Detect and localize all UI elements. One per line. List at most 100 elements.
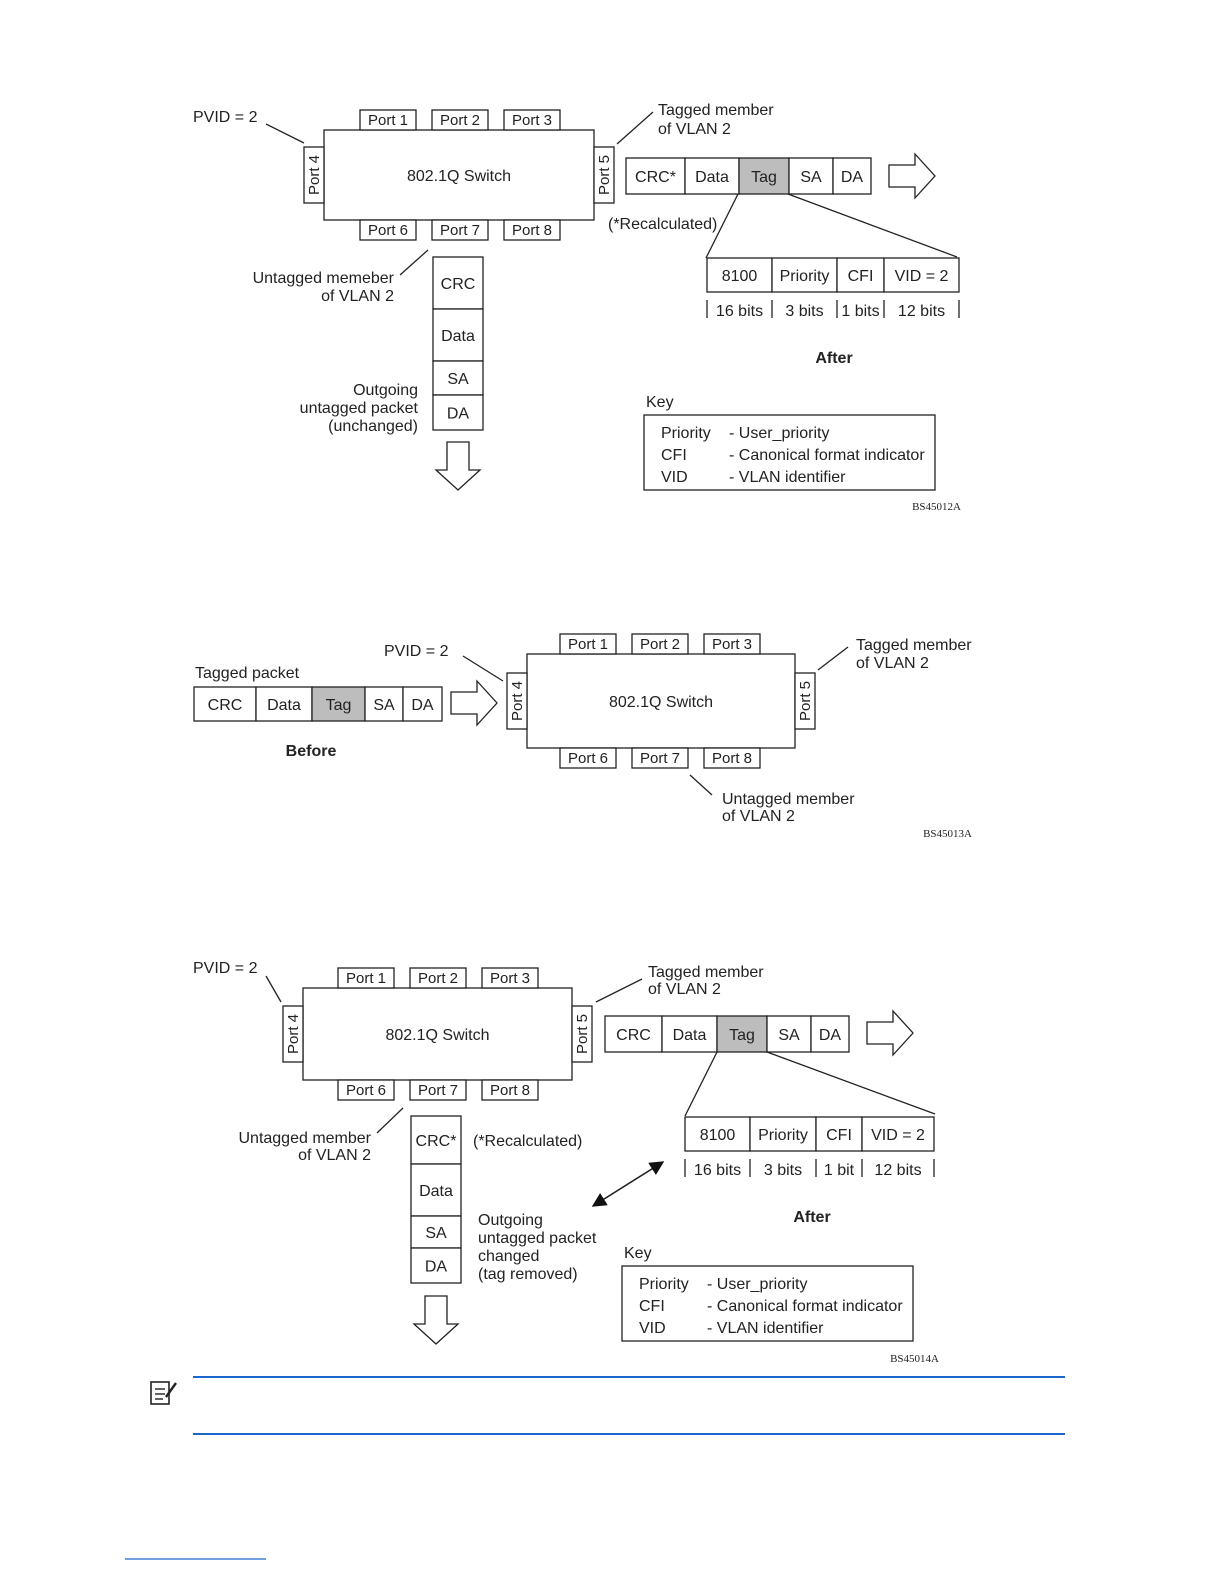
port-5-box <box>571 1005 593 1063</box>
note-icon-pencil <box>165 1382 177 1398</box>
port-1-label: Port 1 <box>346 970 386 987</box>
double-arrow <box>591 1161 665 1207</box>
fig1-out-packet-label-da: DA <box>841 169 864 186</box>
port-5-label: Port 5 <box>797 681 814 721</box>
fig3-tag-bits-label-0: 16 bits <box>694 1162 741 1179</box>
fig3-key-box <box>621 1265 914 1342</box>
outgoing-arrow-down <box>434 441 482 491</box>
port-4-label: Port 4 <box>509 681 526 721</box>
fig3-tag-bits-label-2: 1 bit <box>824 1162 855 1179</box>
fig1-key-box <box>643 414 936 491</box>
tagged-member-leader <box>817 646 849 671</box>
fig3-key-def-1: - Canonical format indicator <box>707 1298 903 1315</box>
before-label: Before <box>286 743 337 760</box>
port-1-label: Port 1 <box>568 636 608 653</box>
fig1-down-packet-label-crc: CRC <box>441 276 476 293</box>
port-3-box <box>481 967 539 989</box>
fig3-tag-field-label-1: Priority <box>758 1127 808 1144</box>
recalculated-note: (*Recalculated) <box>473 1133 582 1150</box>
fig3-down-packet-cell-da <box>410 1247 462 1284</box>
untagged-member-leader <box>399 249 429 276</box>
note-box <box>125 1376 1065 1560</box>
fig1-tag-field-0 <box>706 257 773 293</box>
untagged-member-label-2: of VLAN 2 <box>722 808 795 825</box>
fig3-down-packet-cell-sa <box>410 1215 462 1249</box>
fig1-out-packet-label-tag: Tag <box>751 169 777 186</box>
port-6-label: Port 6 <box>368 222 408 239</box>
outgoing-label: Outgoing <box>478 1212 543 1229</box>
fig3-out-packet-label-sa: SA <box>778 1027 800 1044</box>
port-2-box <box>409 967 467 989</box>
untagged-member-leader <box>376 1107 404 1134</box>
fig1-tag-bits-label-3: 12 bits <box>898 303 945 320</box>
tag-expand-left <box>705 193 739 259</box>
fig3-tag-bits-label-3: 12 bits <box>874 1162 921 1179</box>
fig1-key-term-0: Priority <box>661 425 711 442</box>
tagged-packet-label: Tagged packet <box>195 665 300 682</box>
tagged-member-label: Tagged member <box>658 102 774 119</box>
port-4-box <box>282 1005 304 1063</box>
port-5-box <box>593 146 615 204</box>
fig2-packet-label-da: DA <box>411 697 434 714</box>
fig1-out-packet-label-crc: CRC* <box>635 169 676 186</box>
port-6-label: Port 6 <box>346 1082 386 1099</box>
after-label: After <box>815 350 852 367</box>
fig1-out-packet-label-data: Data <box>695 169 729 186</box>
fig2-packet-label-tag: Tag <box>326 697 352 714</box>
port-8-box <box>481 1079 539 1101</box>
untagged-member-label: Untagged memeber <box>253 270 395 287</box>
fig3-out-packet-cell-data <box>661 1015 718 1053</box>
fig1-key-term-2: VID <box>661 469 688 486</box>
outgoing-label-3: (unchanged) <box>328 418 418 435</box>
untagged-member-label-2: of VLAN 2 <box>321 288 394 305</box>
fig1-down-packet-label-da: DA <box>447 406 470 423</box>
switch-label: 802.1Q Switch <box>609 694 713 711</box>
switch-label: 802.1Q Switch <box>407 168 511 185</box>
fig1-tag-field-label-2: CFI <box>848 268 874 285</box>
port-4-box <box>506 672 528 730</box>
port-2-box <box>431 109 489 131</box>
fig3-out-packet-cell-crc <box>604 1015 663 1053</box>
outgoing-arrow-down <box>412 1295 460 1345</box>
fig1-out-packet-cell-da <box>832 157 872 195</box>
fig1-down-packet-label-data: Data <box>441 328 475 345</box>
fig1-tag-field-1 <box>771 257 838 293</box>
port-8-box <box>503 219 561 241</box>
outgoing-label-3: changed <box>478 1248 539 1265</box>
figure-id: BS45013A <box>923 828 972 840</box>
fig3-out-packet-label-crc: CRC <box>616 1027 651 1044</box>
tagged-member-label: Tagged member <box>648 964 764 981</box>
tagged-member-label-2: of VLAN 2 <box>658 121 731 138</box>
port-7-box <box>431 219 489 241</box>
switch-box <box>323 129 595 221</box>
fig3-tag-field-2 <box>815 1116 863 1152</box>
port-5-box <box>794 672 816 730</box>
port-6-box <box>337 1079 395 1101</box>
tag-expand-right <box>787 193 958 258</box>
fig3-key-term-2: VID <box>639 1320 666 1337</box>
outgoing-arrow-right <box>888 152 936 200</box>
port-8-box <box>703 747 761 769</box>
port-3-box <box>503 109 561 131</box>
untagged-member-leader <box>689 774 713 796</box>
port-7-label: Port 7 <box>640 750 680 767</box>
fig1-key-def-2: - VLAN identifier <box>729 469 846 486</box>
fig3-out-packet-cell-da <box>810 1015 850 1053</box>
note-icon <box>150 1381 177 1405</box>
pvid-leader <box>265 975 282 1003</box>
port-1-label: Port 1 <box>368 112 408 129</box>
fig1-tag-field-label-3: VID = 2 <box>895 268 949 285</box>
fig3-down-packet-cell-crc <box>410 1115 462 1165</box>
fig1-key-title: Key <box>646 394 674 411</box>
port-8-label: Port 8 <box>712 750 752 767</box>
untagged-member-label: Untagged member <box>238 1130 371 1147</box>
fig3-tag-field-0 <box>684 1116 751 1152</box>
fig1-tag-bits-label-1: 3 bits <box>785 303 823 320</box>
fig3-tag-bits-label-1: 3 bits <box>764 1162 802 1179</box>
fig3-tag-field-label-0: 8100 <box>700 1127 736 1144</box>
fig1-tag-bits-label-0: 16 bits <box>716 303 763 320</box>
fig1-tag-bits-label-2: 1 bits <box>841 303 879 320</box>
tagged-member-leader <box>616 111 654 145</box>
